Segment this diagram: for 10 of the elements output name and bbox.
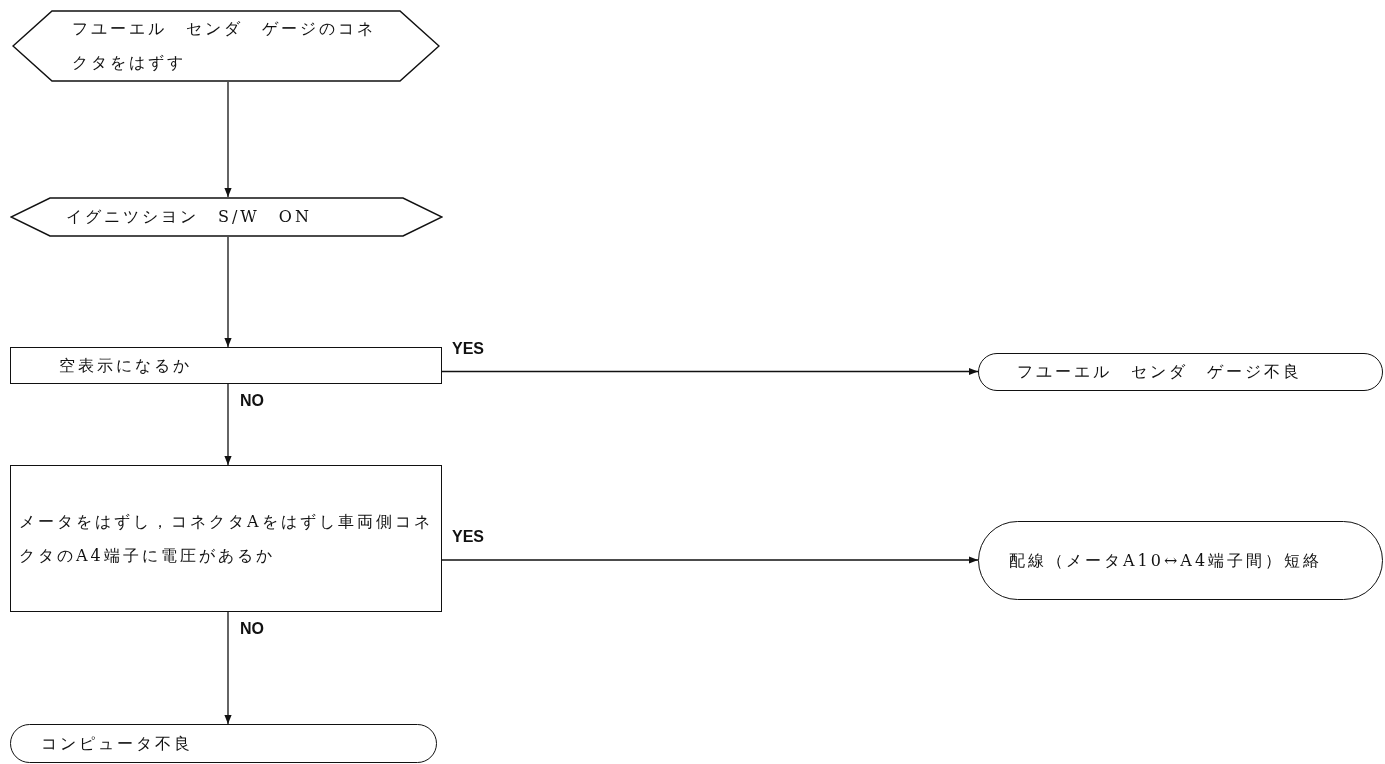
arrow: [441, 556, 979, 564]
step-hexagon: フユーエル センダ ゲージのコネクタをはずす: [12, 10, 440, 82]
process-box: 空表示になるか: [10, 347, 442, 384]
arrow: [224, 81, 232, 198]
arrow: [224, 236, 232, 348]
arrow: [441, 367, 979, 376]
process-box: メータをはずし，コネクタAをはずし車両側コネクタのA4端子に電圧があるか: [10, 465, 442, 612]
arrow: [224, 611, 232, 725]
arrow: [224, 383, 232, 466]
step-hexagon: イグニツシヨン S/W ON: [10, 197, 443, 237]
